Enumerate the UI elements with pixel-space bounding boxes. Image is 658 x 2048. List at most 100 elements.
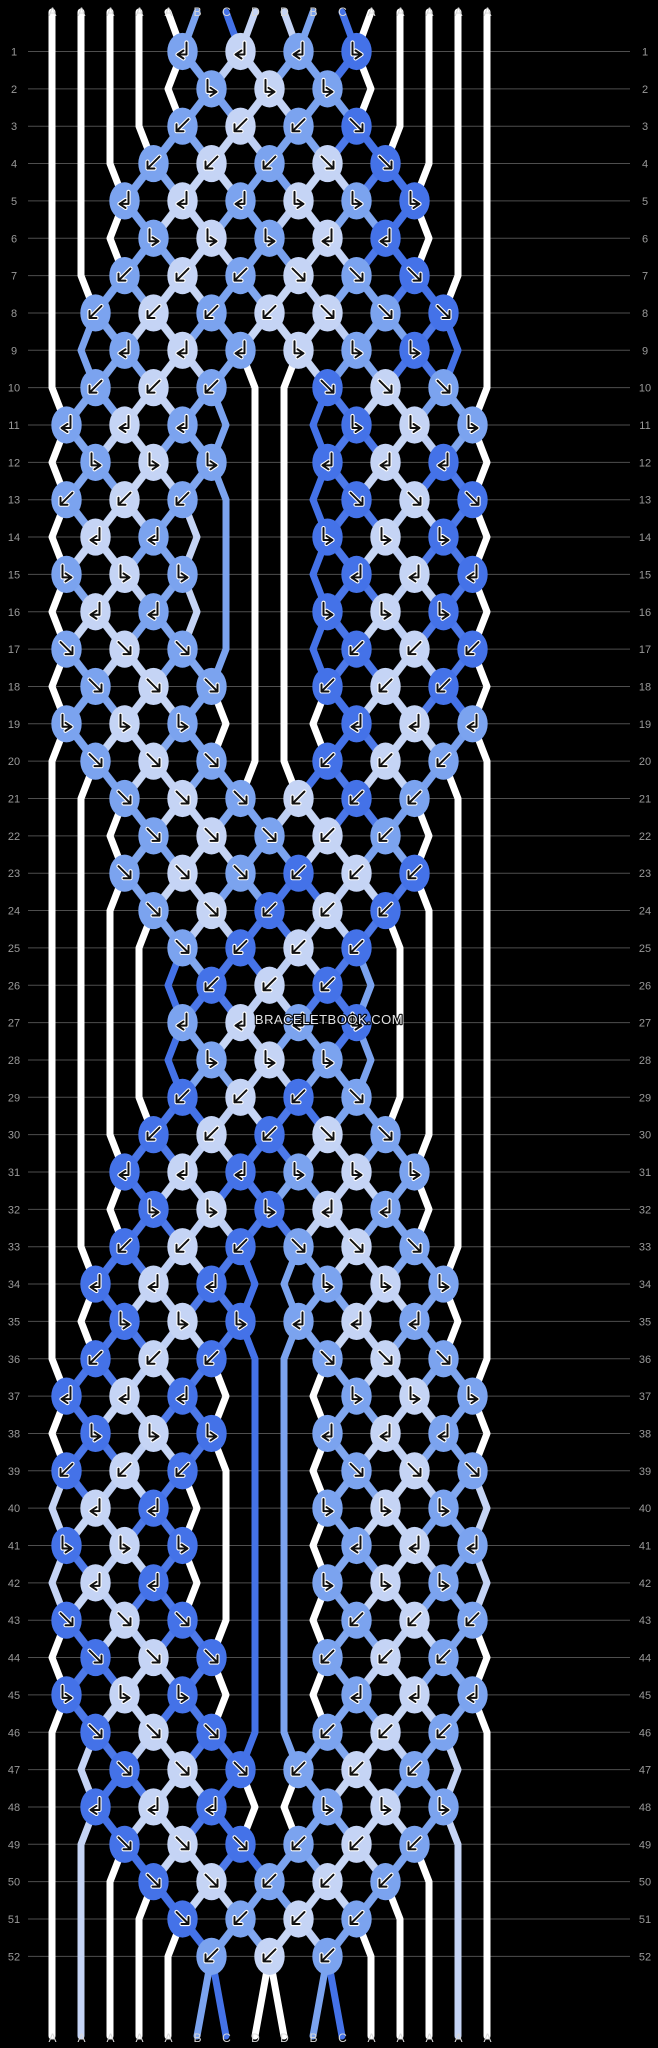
knot[interactable] (341, 854, 372, 892)
knot[interactable] (370, 1564, 401, 1602)
knot[interactable] (138, 667, 169, 706)
knot[interactable] (399, 630, 430, 668)
knot[interactable] (428, 294, 459, 332)
knot[interactable] (196, 1414, 227, 1453)
knot[interactable] (312, 1265, 343, 1303)
knot[interactable] (138, 1638, 169, 1677)
knot[interactable] (80, 1414, 111, 1453)
knot[interactable] (196, 1863, 227, 1901)
knot[interactable] (457, 1526, 488, 1565)
knot[interactable] (457, 481, 488, 519)
knot[interactable] (312, 1564, 343, 1602)
knot[interactable] (312, 1190, 343, 1228)
knot[interactable] (225, 779, 256, 818)
knot[interactable] (283, 1751, 314, 1789)
knot[interactable] (370, 144, 401, 183)
knot[interactable] (370, 1713, 401, 1751)
knot[interactable] (399, 182, 430, 220)
knot[interactable] (399, 1452, 430, 1490)
knot[interactable] (254, 294, 285, 332)
knot[interactable] (283, 182, 314, 220)
knot[interactable] (370, 518, 401, 556)
knot[interactable] (109, 1377, 140, 1415)
knot[interactable] (370, 1340, 401, 1378)
knot[interactable] (196, 144, 227, 183)
knot[interactable] (225, 1751, 256, 1789)
knot[interactable] (399, 1751, 430, 1789)
knot[interactable] (225, 929, 256, 967)
knot[interactable] (457, 1601, 488, 1639)
knot[interactable] (196, 1190, 227, 1228)
knot[interactable] (109, 1601, 140, 1639)
knot[interactable] (341, 630, 372, 668)
knot[interactable] (370, 593, 401, 631)
knot[interactable] (138, 294, 169, 332)
knot[interactable] (138, 817, 169, 855)
knot[interactable] (399, 779, 430, 818)
knot[interactable] (196, 891, 227, 930)
knot[interactable] (370, 219, 401, 257)
knot[interactable] (312, 593, 343, 631)
knot[interactable] (428, 1340, 459, 1378)
knot[interactable] (399, 257, 430, 295)
knot[interactable] (341, 555, 372, 594)
knot[interactable] (341, 32, 372, 71)
knot[interactable] (399, 1601, 430, 1639)
knot[interactable] (341, 1377, 372, 1415)
knot[interactable] (341, 406, 372, 444)
knot[interactable] (254, 1190, 285, 1228)
knot[interactable] (109, 406, 140, 444)
knot[interactable] (167, 182, 198, 220)
knot[interactable] (138, 891, 169, 930)
knot[interactable] (109, 630, 140, 668)
knot[interactable] (196, 369, 227, 407)
knot[interactable] (80, 593, 111, 631)
knot[interactable] (51, 481, 82, 519)
knot[interactable] (225, 1004, 256, 1042)
knot[interactable] (370, 443, 401, 481)
knot[interactable] (254, 219, 285, 257)
knot[interactable] (370, 294, 401, 332)
knot[interactable] (341, 1601, 372, 1639)
knot[interactable] (399, 1526, 430, 1565)
knot[interactable] (370, 1190, 401, 1228)
knot[interactable] (399, 481, 430, 519)
knot[interactable] (138, 1863, 169, 1901)
knot[interactable] (138, 1489, 169, 1527)
knot[interactable] (399, 555, 430, 594)
knot[interactable] (196, 1638, 227, 1677)
knot[interactable] (51, 406, 82, 444)
knot[interactable] (138, 1340, 169, 1378)
knot[interactable] (341, 1452, 372, 1490)
knot[interactable] (312, 817, 343, 855)
knot[interactable] (312, 1414, 343, 1453)
knot[interactable] (167, 32, 198, 71)
knot[interactable] (283, 1228, 314, 1266)
knot[interactable] (167, 257, 198, 295)
knot[interactable] (196, 817, 227, 855)
knot[interactable] (80, 443, 111, 481)
knot[interactable] (138, 369, 169, 407)
knot[interactable] (341, 1751, 372, 1789)
knot[interactable] (138, 1788, 169, 1826)
knot[interactable] (312, 667, 343, 706)
knot[interactable] (196, 1041, 227, 1079)
knot[interactable] (225, 32, 256, 71)
knot[interactable] (399, 1676, 430, 1714)
knot[interactable] (370, 1414, 401, 1453)
knot[interactable] (312, 742, 343, 780)
knot[interactable] (341, 1526, 372, 1565)
knot[interactable] (312, 966, 343, 1004)
knot[interactable] (196, 219, 227, 257)
knot[interactable] (428, 593, 459, 631)
knot[interactable] (312, 1489, 343, 1527)
knot[interactable] (167, 1228, 198, 1266)
knot[interactable] (138, 1564, 169, 1602)
knot[interactable] (225, 257, 256, 295)
knot[interactable] (428, 1564, 459, 1602)
knot[interactable] (399, 705, 430, 743)
knot[interactable] (399, 331, 430, 369)
knot[interactable] (167, 1452, 198, 1490)
knot[interactable] (370, 1863, 401, 1901)
knot[interactable] (254, 891, 285, 930)
